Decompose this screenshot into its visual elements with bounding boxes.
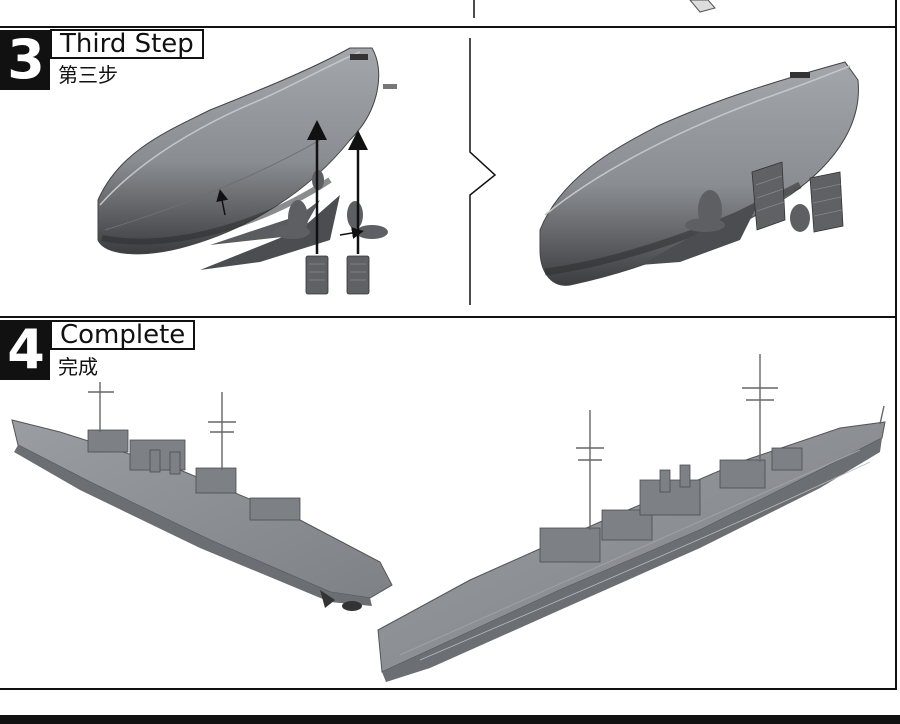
step3-number-badge: 3 (0, 30, 50, 90)
previous-step-panel (0, 0, 897, 28)
step3-subtitle: 第三步 (58, 63, 118, 87)
top-part-fragment (689, 0, 716, 13)
step3-hull-left (97, 47, 397, 295)
bottom-border-bar (0, 715, 900, 724)
step4-subtitle: 完成 (58, 355, 98, 379)
step4-panel: 4 Complete 完成 (0, 316, 897, 690)
step3-panel: 3 Third Step 第三步 (0, 26, 897, 318)
step4-ship-right (377, 354, 886, 682)
step4-number-badge: 4 (0, 320, 50, 380)
step4-title: Complete (50, 320, 196, 350)
step3-title: Third Step (50, 29, 204, 59)
step3-divider (469, 38, 497, 305)
step3-hull-right (539, 61, 859, 286)
step4-ship-left (11, 382, 393, 611)
